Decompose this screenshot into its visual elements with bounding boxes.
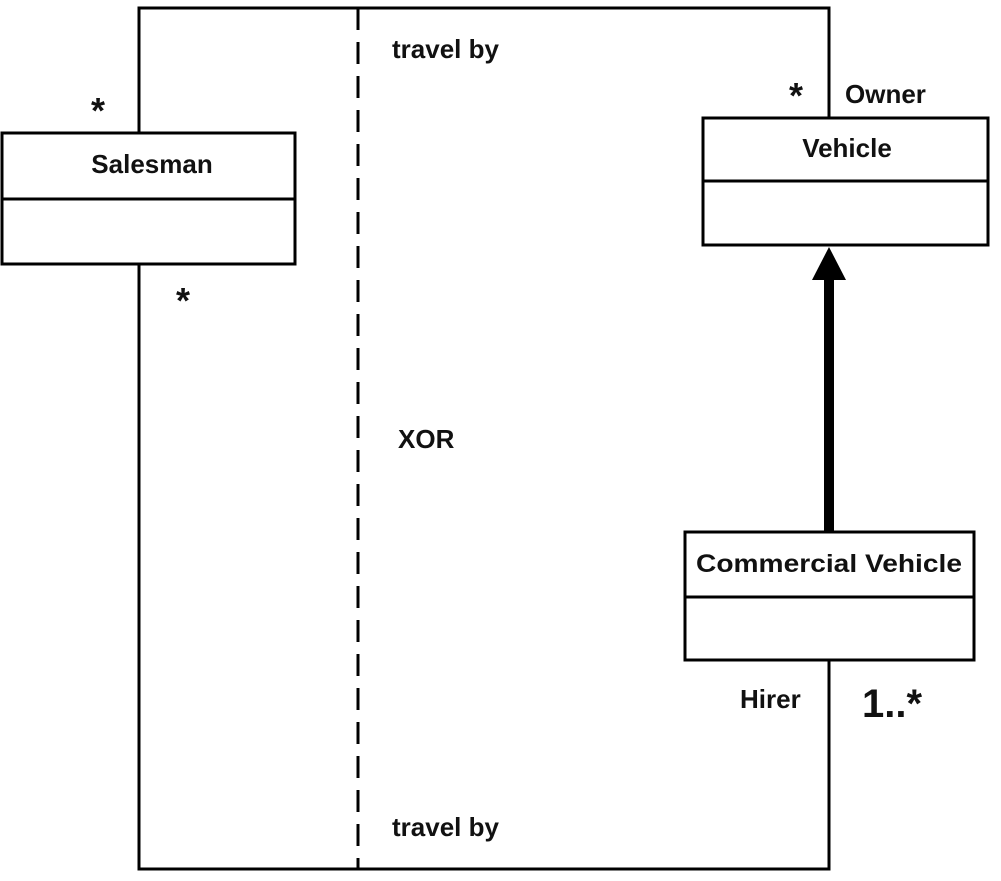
- generalization-arrowhead: [812, 247, 846, 280]
- class-salesman-name: Salesman: [91, 149, 212, 179]
- multiplicity-salesman-top: *: [91, 90, 105, 131]
- class-vehicle-name: Vehicle: [802, 133, 892, 163]
- association-line-top: [137, 6, 831, 133]
- multiplicity-vehicle: *: [789, 75, 803, 116]
- role-owner: Owner: [845, 79, 926, 109]
- class-commercial-vehicle-name: Commercial Vehicle: [696, 550, 962, 578]
- multiplicity-salesman-bottom: *: [176, 280, 190, 321]
- role-hirer: Hirer: [740, 684, 801, 714]
- association-label-top: travel by: [392, 34, 499, 64]
- class-vehicle: Vehicle: [701, 116, 990, 247]
- xor-constraint-label: XOR: [398, 424, 455, 454]
- association-label-bottom: travel by: [392, 812, 499, 842]
- class-salesman: Salesman: [0, 131, 297, 266]
- multiplicity-commercial-vehicle: 1..*: [862, 682, 922, 726]
- class-commercial-vehicle: Commercial Vehicle: [683, 530, 976, 662]
- association-line-bottom: [137, 264, 831, 871]
